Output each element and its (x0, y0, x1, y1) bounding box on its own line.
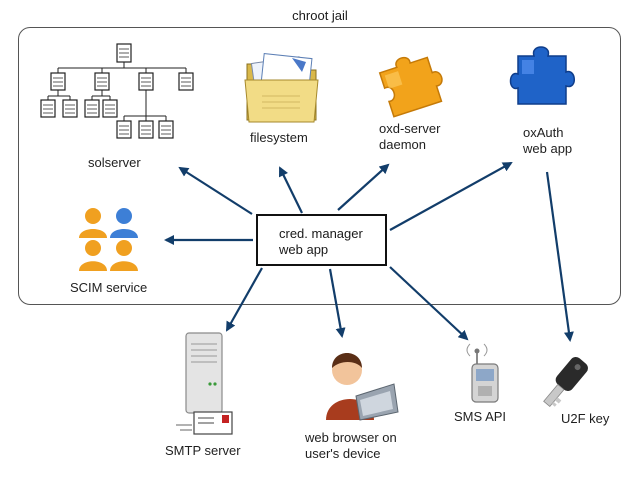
oxauth-label-line2: web app (523, 141, 573, 156)
sms-label: SMS API (454, 409, 507, 424)
edge-hub-to-filesystem (279, 166, 303, 214)
hub-line1: cred. manager (279, 226, 363, 241)
edge-hub-to-smtp (226, 267, 263, 332)
envelope-icon (176, 411, 233, 435)
scim-label: SCIM service (70, 280, 148, 295)
browser-label-line1: web browser on (305, 430, 397, 445)
cred-manager-hub: cred. manager web app (256, 214, 387, 266)
oxd-server-label-line2: daemon (379, 137, 426, 152)
smtp-label: SMTP server (165, 443, 241, 458)
edge-hub-to-solserver (178, 166, 253, 215)
filesystem-label: filesystem (250, 130, 308, 145)
chroot-jail-label: chroot jail (292, 8, 348, 23)
solserver-label: solserver (88, 155, 141, 170)
u2f-label: U2F key (561, 411, 610, 426)
edge-oxauth-to-u2f (545, 171, 574, 342)
edge-hub-to-oxd-server (337, 163, 390, 211)
edge-hub-to-sms (389, 266, 469, 341)
edge-hub-to-browser (328, 268, 346, 338)
oxauth-label-line1: oxAuth (523, 125, 564, 140)
hub-line2: web app (279, 242, 329, 257)
edge-hub-to-oxauth (389, 162, 513, 231)
browser-label-line2: user's device (305, 446, 381, 461)
oxd-server-label-line1: oxd-server (379, 121, 441, 136)
